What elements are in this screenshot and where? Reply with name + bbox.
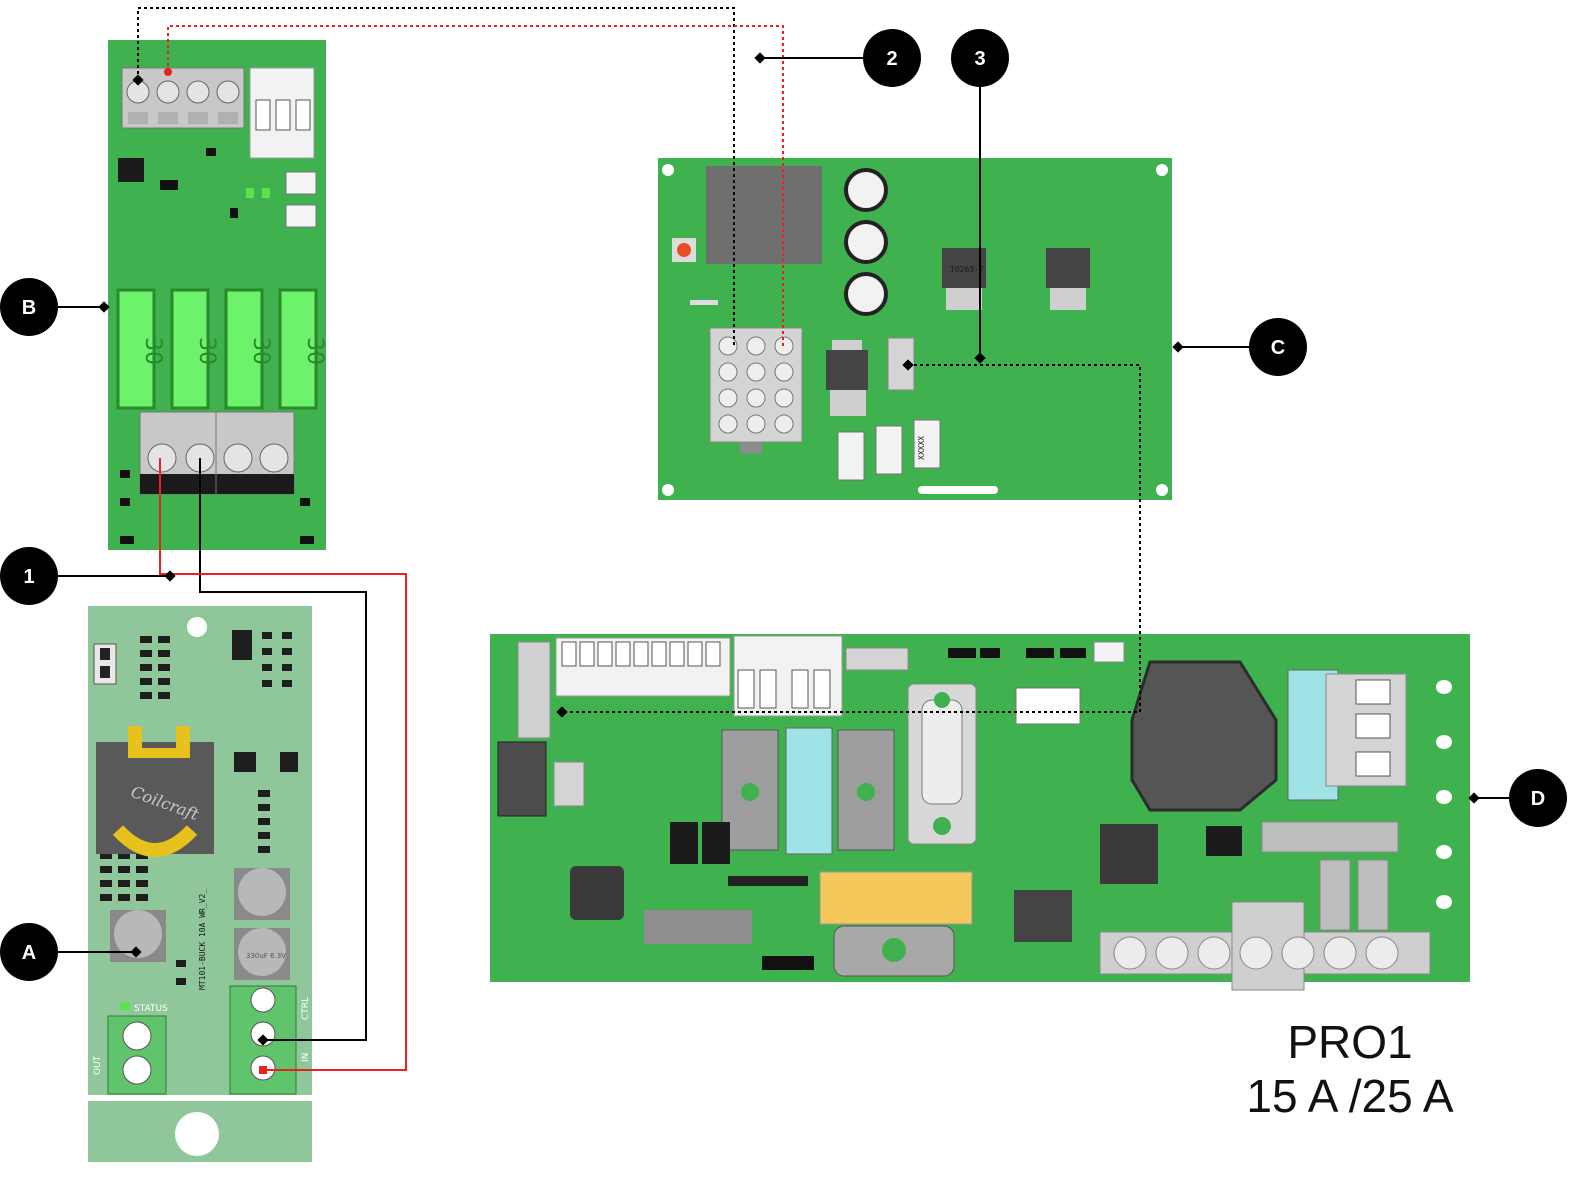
- callout-2: [863, 29, 921, 87]
- capacitor-label: 330uF 6.3V: [246, 952, 286, 960]
- wire-1-black: [199, 458, 367, 1041]
- fuse-rating: 30: [140, 337, 165, 365]
- fuse-rating: 30: [248, 337, 273, 365]
- board-c-resistors: XXXXX: [837, 419, 941, 481]
- wire-end-marker: [164, 68, 172, 76]
- model-rating: 15 A /25 A: [1246, 1070, 1454, 1122]
- callout-3-label: 3: [974, 48, 985, 70]
- board-b: 30 30 30 30: [108, 40, 327, 550]
- callout-2-label: 2: [886, 48, 897, 70]
- callout-a: [0, 923, 58, 981]
- callout-1: [0, 547, 58, 605]
- board-b-fuses: 30 30 30 30: [116, 288, 327, 410]
- wire-3-dotted: [562, 364, 1141, 713]
- board-c-regulator: TO263-7: [942, 248, 986, 310]
- fuse: 30: [170, 288, 219, 410]
- fuse: 30: [278, 288, 327, 410]
- callout-d-label: D: [1531, 788, 1545, 810]
- board-c-molex-connector: [709, 327, 803, 454]
- in-label: IN: [301, 1053, 311, 1062]
- board-b-connector: [249, 67, 315, 159]
- fuse: 30: [224, 288, 273, 410]
- wire-end-marker: [556, 706, 568, 718]
- callout-c: [1249, 318, 1307, 376]
- fuse: 30: [116, 288, 165, 410]
- board-b-top-terminal: [121, 67, 245, 129]
- wire-end-marker: [902, 359, 914, 371]
- wiring: [132, 7, 1141, 1074]
- callout-c-label: C: [1271, 337, 1285, 359]
- callout-a-label: A: [22, 942, 36, 964]
- out-label: OUT: [93, 1055, 103, 1075]
- fuse-rating: 30: [302, 337, 327, 365]
- callout-3: [951, 29, 1009, 87]
- board-c-regulator: [826, 340, 868, 416]
- board-d: [490, 634, 1470, 991]
- callout-d: [1509, 769, 1567, 827]
- callout-b: [0, 278, 58, 336]
- wire-end-marker: [259, 1066, 267, 1074]
- model-name: PRO1: [1287, 1016, 1413, 1068]
- resistor-label: XXXXX: [917, 436, 926, 460]
- wire-end-marker: [257, 1034, 269, 1046]
- pcb-text: MT101-BUCK 10A WR_V2_: [198, 889, 207, 990]
- board-a: Coilcraft 330uF 6.3V MT101-BUCK 10A WR_V…: [88, 606, 312, 1162]
- status-label: STATUS: [134, 1004, 168, 1014]
- callout-1-label: 1: [23, 566, 34, 588]
- callout-b-label: B: [22, 297, 36, 319]
- board-c-capacitors: [844, 168, 888, 316]
- board-a-inductor: Coilcraft: [96, 726, 214, 857]
- board-a-output-terminal: [107, 1015, 167, 1095]
- wire-2-black: [137, 7, 735, 346]
- ic-label: TO263-7: [950, 265, 984, 274]
- board-b-bottom-terminal: [139, 411, 295, 495]
- board-c-regulator: [1046, 248, 1090, 310]
- board-a-capacitors: 330uF 6.3V: [110, 868, 290, 980]
- fuse-rating: 30: [194, 337, 219, 365]
- callouts: 1 2 3 B A C D: [0, 29, 1567, 981]
- board-c: TO263-7 XXXXX: [658, 158, 1172, 500]
- ctrl-label: CTRL: [301, 997, 311, 1020]
- wire-1-red: [159, 458, 407, 1071]
- model-caption: PRO1 15 A /25 A: [1190, 1015, 1510, 1123]
